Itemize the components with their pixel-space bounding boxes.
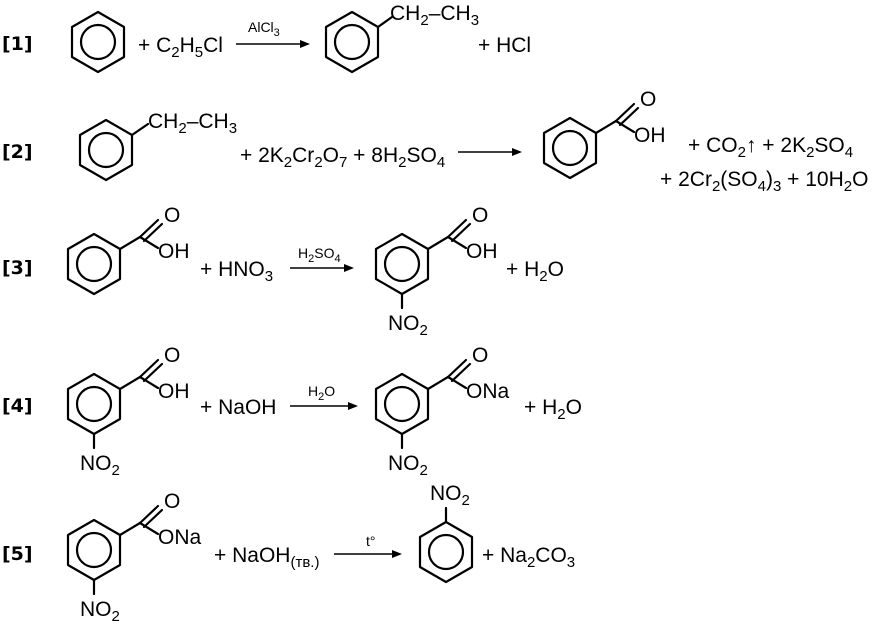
carbonyl-double-bond [446,358,468,379]
sodium-carboxylate-group: ONa [158,526,202,549]
carboxyl-carbon-bond [118,235,142,251]
hydroxyl-bond [138,375,160,390]
benzene-ring [374,372,430,436]
reaction-3-condition: H2SO4 [298,245,341,265]
hydroxyl-bond [614,119,636,134]
hydroxyl-group: OH [634,124,666,147]
benzene-ring [66,518,122,582]
reaction-3-byproduct: + H2O [506,258,564,285]
carbonyl-double-bond [138,358,160,379]
reaction-2-byproducts-line-1: + CO2↑ + 2K2SO4 [688,134,853,161]
reaction-4-reagent: + NaOH [200,396,276,419]
carbonyl-double-bond [142,222,164,243]
ring-chain-bond [130,122,150,137]
reaction-2: [2] CH2–CH3 + 2K2Cr2O7 + 8H2SO4 O OH + C… [2,88,868,195]
reaction-3-label: [3] [2,257,33,279]
reaction-3: [3] O OH + HNO3 H2SO4 O OH [2,204,564,339]
hydroxyl-group: OH [466,240,498,263]
carbonyl-double-bond [142,508,164,529]
sodium-oxide-bond [446,375,468,390]
carboxyl-carbon-bond [426,375,450,391]
reaction-5-reagent: + NaOH(тв.) [214,544,319,571]
ethyl-chain: CH2–CH3 [148,110,237,137]
benzene-ring [542,116,598,180]
reaction-1-byproduct: + HCl [478,34,531,57]
reaction-arrow [334,550,402,558]
carbonyl-double-bond [614,102,636,123]
reaction-1-condition: AlCl3 [248,19,280,39]
carboxyl-carbon-bond [118,375,142,391]
reaction-arrow [458,148,522,156]
benzene-ring [78,118,134,182]
reaction-2-label: [2] [2,141,33,163]
carbonyl-oxygen: O [164,204,180,227]
reaction-5-condition: t° [366,533,376,549]
carboxyl-carbon-bond [426,235,450,251]
reaction-5: [5] O ONa NO2 + NaOH(тв.) t° NO2 [2,482,575,625]
ethyl-chain: CH2–CH3 [390,2,479,29]
reaction-3-reagent: + HNO3 [200,258,273,285]
benzene-ring [418,520,474,584]
benzene-ring [66,372,122,436]
carbonyl-oxygen: O [472,344,488,367]
reaction-4-byproduct: + H2O [524,396,582,423]
carbonyl-oxygen: O [164,344,180,367]
hydroxyl-bond [138,235,160,250]
carbonyl-double-bond [450,222,472,243]
carbonyl-oxygen: O [640,88,656,111]
carbonyl-double-bond [138,504,160,525]
hydroxyl-group: OH [158,240,190,263]
carbonyl-double-bond [618,106,640,127]
reaction-4-label: [4] [2,395,33,417]
reaction-1-label: [1] [2,33,33,55]
benzene-ring [374,232,430,296]
reaction-5-label: [5] [2,543,33,565]
nitro-group: NO2 [388,452,428,479]
hydroxyl-bond [446,235,468,250]
reaction-arrow [236,40,310,48]
reaction-2-reagents: + 2K2Cr2O7 + 8H2SO4 [240,144,445,171]
carbonyl-double-bond [450,362,472,383]
carboxyl-carbon-bond [118,521,142,537]
nitro-group: NO2 [80,598,120,625]
benzene-ring [66,232,122,296]
reaction-5-byproduct: + Na2CO3 [482,544,575,571]
nitro-group: NO2 [80,452,120,479]
sodium-oxide-bond [138,521,160,536]
sodium-carboxylate-group: ONa [466,380,510,403]
reaction-2-byproducts-line-2: + 2Cr2(SO4)3 + 10H2O [660,168,868,195]
carbonyl-double-bond [446,218,468,239]
hydroxyl-group: OH [158,380,190,403]
reaction-4-condition: H2O [308,383,335,403]
carbonyl-oxygen: O [164,490,180,513]
nitro-group: NO2 [430,482,470,509]
reaction-arrow [290,402,358,410]
reaction-arrow [290,264,354,272]
nitro-group: NO2 [388,312,428,339]
carbonyl-double-bond [142,362,164,383]
reaction-1-reagent: + C2H5Cl [138,34,223,61]
ring-chain-bond [376,15,394,29]
carbonyl-oxygen: O [472,204,488,227]
benzene-ring [70,10,126,74]
reaction-4: [4] O OH NO2 + NaOH H2O O O [2,344,582,479]
carbonyl-double-bond [138,218,160,239]
reaction-1: [1] + C2H5Cl AlCl3 CH2–CH3 + HCl [2,2,531,74]
benzene-ring [324,10,380,74]
carboxyl-carbon-bond [594,119,618,135]
